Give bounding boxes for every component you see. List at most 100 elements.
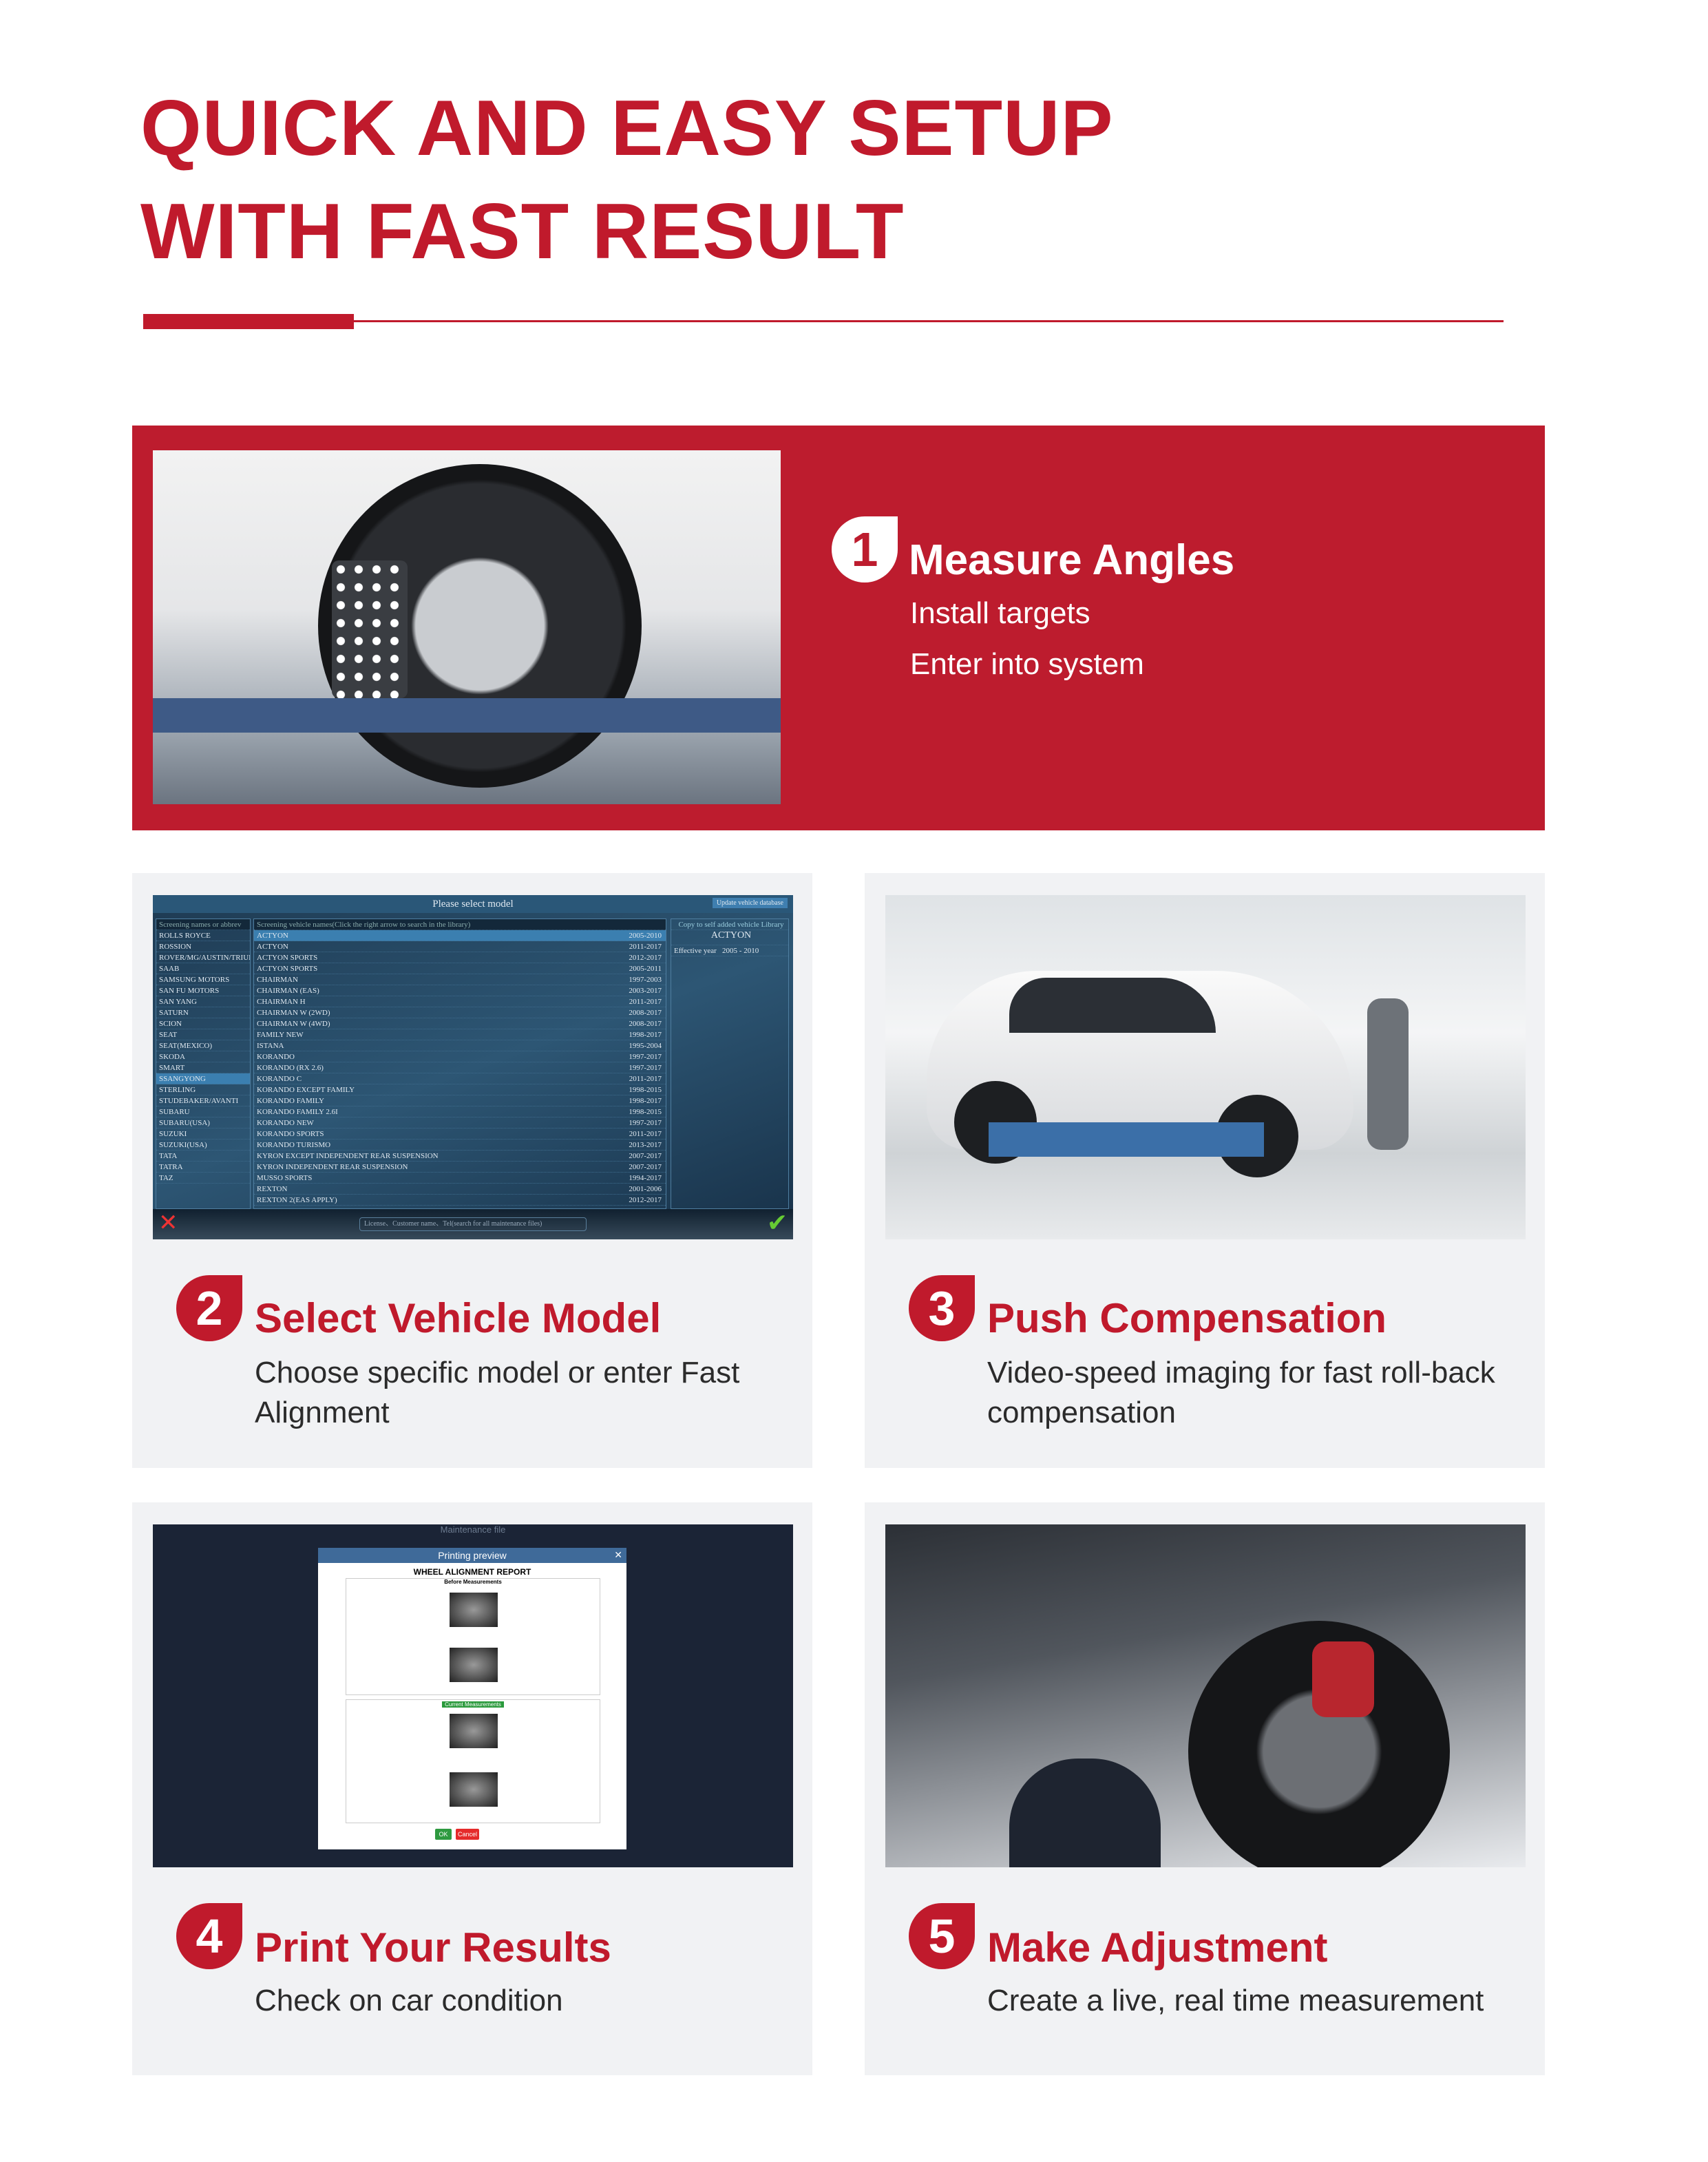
model-name: FAMILY NEW (257, 1031, 304, 1039)
model-name: CHAIRMAN H (257, 998, 306, 1006)
model-years: 1997-2017 (629, 1119, 662, 1127)
model-filter-input[interactable]: Screening vehicle names(Click the right … (254, 919, 666, 930)
brand-item[interactable]: SAMSUNG MOTORS (156, 974, 250, 985)
brand-item[interactable]: SUBARU(USA) (156, 1117, 250, 1129)
model-name: CHAIRMAN W (4WD) (257, 1020, 330, 1028)
model-item[interactable]: CHAIRMAN (EAS)2003-2017 (254, 985, 666, 996)
copy-to-library-button[interactable]: Copy to self added vehicle Library (671, 919, 788, 930)
maintenance-search-input[interactable]: License、Customer name、Tel(search for all… (359, 1217, 587, 1231)
cancel-button[interactable]: Cancel (456, 1829, 479, 1840)
dialog-title: Printing preview (318, 1548, 626, 1563)
step-line: Install targets (910, 596, 1090, 630)
ok-button[interactable]: OK (435, 1829, 452, 1840)
brand-item[interactable]: SEAT (156, 1029, 250, 1040)
model-years: 1998-2015 (629, 1086, 662, 1094)
brand-item[interactable]: TATA (156, 1151, 250, 1162)
brand-item[interactable]: SEAT(MEXICO) (156, 1040, 250, 1051)
before-section: Before Measurements (346, 1578, 600, 1695)
model-item[interactable]: KORANDO (RX 2.6)1997-2017 (254, 1062, 666, 1073)
brand-item[interactable]: SCION (156, 1018, 250, 1029)
brand-item[interactable]: ROVER/MG/AUSTIN/TRIUMPH (156, 952, 250, 963)
print-report-screenshot: Maintenance file Printing preview ✕ WHEE… (153, 1524, 793, 1867)
brand-filter-input[interactable]: Screening names or abbrev (156, 919, 250, 930)
printing-preview-dialog: Printing preview ✕ WHEEL ALIGNMENT REPOR… (318, 1548, 626, 1849)
brand-item[interactable]: SAAB (156, 963, 250, 974)
brand-item[interactable]: SAN FU MOTORS (156, 985, 250, 996)
model-name: KORANDO SPORTS (257, 1130, 324, 1138)
model-name: ACTYON SPORTS (257, 965, 318, 973)
brand-item[interactable]: ROLLS ROYCE (156, 930, 250, 941)
brand-item[interactable]: SMART (156, 1062, 250, 1073)
adjustment-photo (885, 1524, 1526, 1867)
step-title: Print Your Results (255, 1924, 611, 1971)
brand-item[interactable]: SAN YANG (156, 996, 250, 1007)
title-line-1: QUICK AND EASY SETUP (140, 85, 1114, 172)
brand-item[interactable]: SKODA (156, 1051, 250, 1062)
effective-year-value: 2005 - 2010 (722, 947, 759, 955)
model-item[interactable]: KORANDO NEW 1997-2017 (254, 1117, 666, 1129)
confirm-check-icon[interactable]: ✔ (766, 1209, 788, 1237)
model-item[interactable]: CHAIRMAN 1997-2003 (254, 974, 666, 985)
brand-item[interactable]: ROSSION (156, 941, 250, 952)
step-title: Push Compensation (987, 1295, 1387, 1341)
model-years: 2011-2017 (629, 943, 662, 951)
model-years: 1997-2003 (629, 976, 662, 984)
brand-item[interactable]: SUZUKI(USA) (156, 1140, 250, 1151)
step-number-badge: 1 (832, 516, 898, 583)
effective-year: Effective year 2005 - 2010 (671, 945, 788, 956)
cancel-x-icon[interactable]: ✕ (158, 1210, 178, 1236)
page-title: QUICK AND EASY SETUP WITH FAST RESULT (140, 77, 1114, 284)
model-name: KORANDO NEW (257, 1119, 314, 1127)
model-item[interactable]: CHAIRMAN W (2WD)2008-2017 (254, 1007, 666, 1018)
model-item[interactable]: REXTON 2(EAS APPLY)2012-2017 (254, 1195, 666, 1206)
step-number-badge: 3 (909, 1275, 975, 1341)
model-name: REXTON (257, 1185, 288, 1193)
model-years: 1998-2017 (629, 1097, 662, 1105)
brand-item[interactable]: SSANGYONG (156, 1073, 250, 1084)
brand-item[interactable]: STUDEBAKER/AVANTI (156, 1095, 250, 1106)
brand-item[interactable]: TAZ (156, 1173, 250, 1184)
model-years: 2003-2017 (629, 987, 662, 995)
brand-item[interactable]: SUZUKI (156, 1129, 250, 1140)
brand-item[interactable]: STERLING (156, 1084, 250, 1095)
step-number-badge: 5 (909, 1903, 975, 1969)
step-title: Measure Angles (909, 536, 1235, 584)
effective-year-label: Effective year (674, 947, 717, 955)
wheel-target-photo (153, 450, 781, 804)
current-section: Current Measurements (346, 1699, 600, 1823)
brand-item[interactable]: SUBARU (156, 1106, 250, 1117)
close-icon[interactable]: ✕ (614, 1549, 622, 1560)
brand-item[interactable]: TATRA (156, 1162, 250, 1173)
model-name: REXTON 2(EAS APPLY) (257, 1196, 337, 1204)
model-item[interactable]: KYRON EXCEPT INDEPENDENT REAR SUSPENSION… (254, 1151, 666, 1162)
model-years: 2011-2017 (629, 1075, 662, 1083)
step-number-badge: 4 (176, 1903, 242, 1969)
model-item[interactable]: CHAIRMAN W (4WD)2008-2017 (254, 1018, 666, 1029)
model-name: CHAIRMAN (257, 976, 298, 984)
current-label: Current Measurements (442, 1701, 504, 1708)
update-database-button[interactable]: Update vehicle database (712, 898, 788, 908)
brand-item[interactable]: SATURN (156, 1007, 250, 1018)
before-label: Before Measurements (444, 1579, 502, 1585)
model-years: 1997-2017 (629, 1064, 662, 1072)
title-divider (354, 320, 1504, 322)
step-description: Choose specific model or enter Fast Alig… (255, 1356, 740, 1429)
detail-title: ACTYON (671, 930, 788, 945)
